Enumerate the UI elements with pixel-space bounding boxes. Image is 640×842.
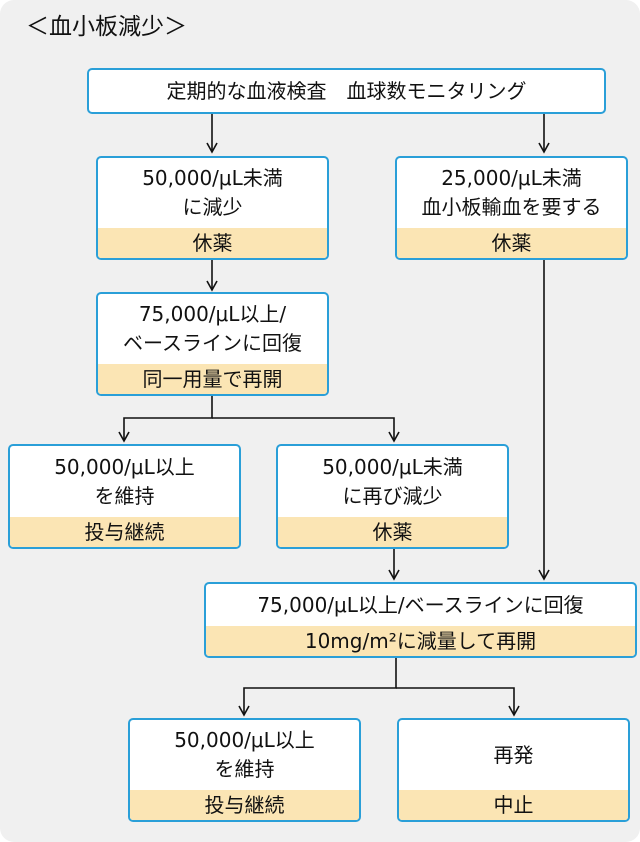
maintain-50k-a-line-2: を維持 xyxy=(94,483,155,508)
recur-line-1: 再発 xyxy=(493,742,534,767)
recur-action: 中止 xyxy=(399,790,628,820)
maintain-50k-a-action: 投与継続 xyxy=(10,517,239,547)
recover-reduce-line-1: 75,000/μL以上/ベースラインに回復 xyxy=(257,592,584,617)
under-50k-line-2: に減少 xyxy=(182,195,243,219)
connector-recover-reduce-split xyxy=(238,658,397,717)
under-50k-action: 休薬 xyxy=(98,228,327,258)
monitoring-box: 定期的な血液検査 血球数モニタリング xyxy=(87,68,606,114)
under-25k-line-1: 25,000/μL未満 xyxy=(441,166,582,190)
maintain-50k-b-line-1: 50,000/μL以上 xyxy=(174,728,315,752)
connector-recover-reduce-split-right xyxy=(396,687,520,717)
recover-75k-line-2: ベースラインに回復 xyxy=(123,331,302,355)
recover-75k-action: 同一用量で再開 xyxy=(98,364,327,394)
recur-box: 再発 中止 xyxy=(397,718,630,822)
recover-75k-box: 75,000/μL以上/ ベースラインに回復 同一用量で再開 xyxy=(96,292,329,396)
reunder-50k-action: 休薬 xyxy=(278,517,507,547)
maintain-50k-box-a: 50,000/μL以上 を維持 投与継続 xyxy=(8,444,241,549)
recover-75k-line-1: 75,000/μL以上/ xyxy=(138,302,287,326)
under-25k-line-2: 血小板輸血を要する xyxy=(421,195,602,219)
under-50k-line-1: 50,000/μL未満 xyxy=(142,166,283,190)
maintain-50k-box-b: 50,000/μL以上 を維持 投与継続 xyxy=(128,718,361,822)
reunder-50k-box: 50,000/μL未満 に再び減少 休薬 xyxy=(276,444,509,549)
reunder-50k-line-1: 50,000/μL未満 xyxy=(322,454,463,479)
diagram-title: ＜血小板減少＞ xyxy=(26,14,187,40)
monitoring-text: 定期的な血液検査 血球数モニタリング xyxy=(166,78,527,103)
connector-recover75k-split-right xyxy=(212,417,400,443)
under-25k-box: 25,000/μL未満 血小板輸血を要する 休薬 xyxy=(395,156,628,260)
maintain-50k-b-action: 投与継続 xyxy=(130,790,359,820)
connector-recover75k-split xyxy=(118,396,213,443)
maintain-50k-a-line-1: 50,000/μL以上 xyxy=(54,454,195,479)
recover-reduce-action: 10mg/m²に減量して再開 xyxy=(206,626,635,656)
under-25k-action: 休薬 xyxy=(397,228,626,258)
reunder-50k-line-2: に再び減少 xyxy=(342,483,443,508)
recover-reduce-box: 75,000/μL以上/ベースラインに回復 10mg/m²に減量して再開 xyxy=(204,582,637,658)
maintain-50k-b-line-2: を維持 xyxy=(214,757,275,781)
under-50k-box: 50,000/μL未満 に減少 休薬 xyxy=(96,156,329,260)
